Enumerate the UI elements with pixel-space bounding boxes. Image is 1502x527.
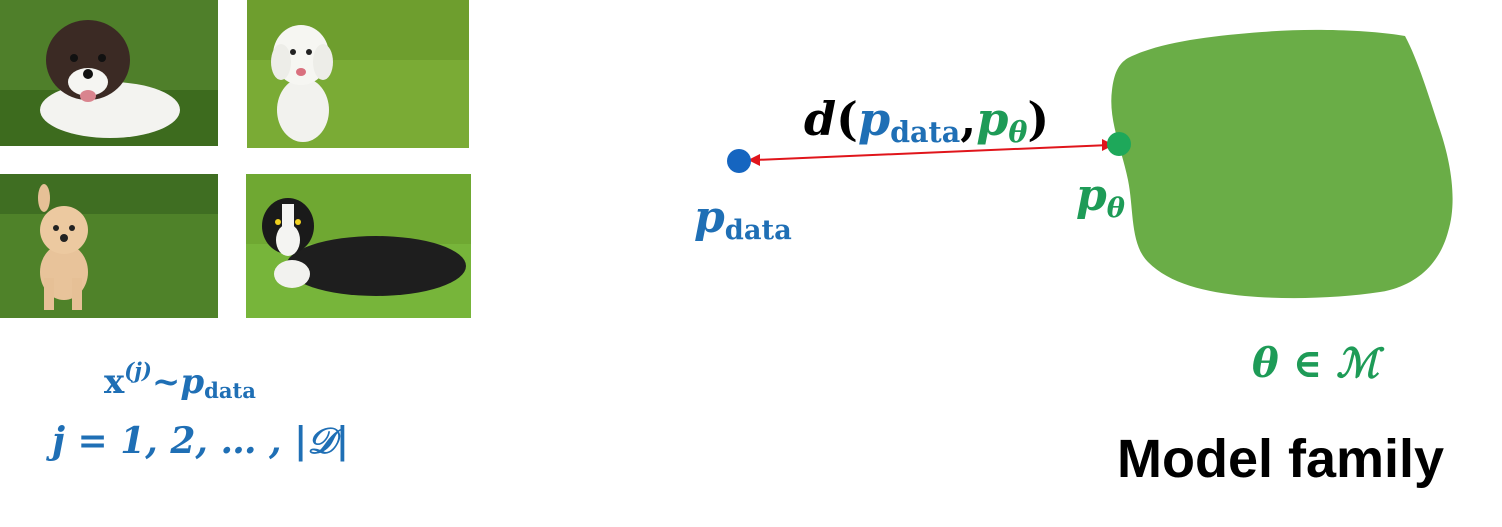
index-range: j = 1, 2, … , |𝒟| xyxy=(52,420,350,462)
p-theta-label-sub: θ xyxy=(1106,191,1125,224)
p-theta-label-p: p xyxy=(1076,170,1107,221)
distance-d: d xyxy=(804,92,837,146)
distance-data-sub: data xyxy=(890,115,961,150)
model-family-blob xyxy=(1111,29,1453,299)
dog-photo-1 xyxy=(0,0,218,146)
sample-data-sub: data xyxy=(204,378,256,404)
sample-x: x xyxy=(104,361,125,402)
p-data-point xyxy=(727,149,751,173)
p-data-label-sub: data xyxy=(724,213,792,246)
distance-theta-sub: θ xyxy=(1008,115,1028,150)
model-family-title: Model family xyxy=(1117,429,1445,489)
dog-photo-4 xyxy=(246,174,471,318)
distance-close-paren: ) xyxy=(1027,92,1050,146)
sample-p: p xyxy=(180,361,205,402)
p-theta-point xyxy=(1107,132,1131,156)
distance-open-paren: ( xyxy=(836,92,858,146)
distance-formula: d(pdata,pθ) xyxy=(804,92,1049,149)
distance-p-data: p xyxy=(857,92,891,146)
distance-arrowhead-left xyxy=(748,154,760,166)
distance-p-theta: p xyxy=(976,92,1009,146)
sample-index-sup: (j) xyxy=(124,358,152,383)
theta-in-model-space: θ ∈ ℳ xyxy=(1252,340,1379,387)
distance-arrow xyxy=(754,144,1111,161)
p-theta-label: pθ xyxy=(1076,170,1125,224)
p-data-label-p: p xyxy=(694,192,725,243)
p-data-label: pdata xyxy=(694,192,792,246)
dog-photo-3 xyxy=(0,174,218,318)
sample-expression: x(j)~pdata xyxy=(104,358,256,403)
sample-tilde: ~ xyxy=(151,361,181,402)
distance-comma: , xyxy=(960,92,977,146)
dog-photo-2 xyxy=(247,0,469,148)
